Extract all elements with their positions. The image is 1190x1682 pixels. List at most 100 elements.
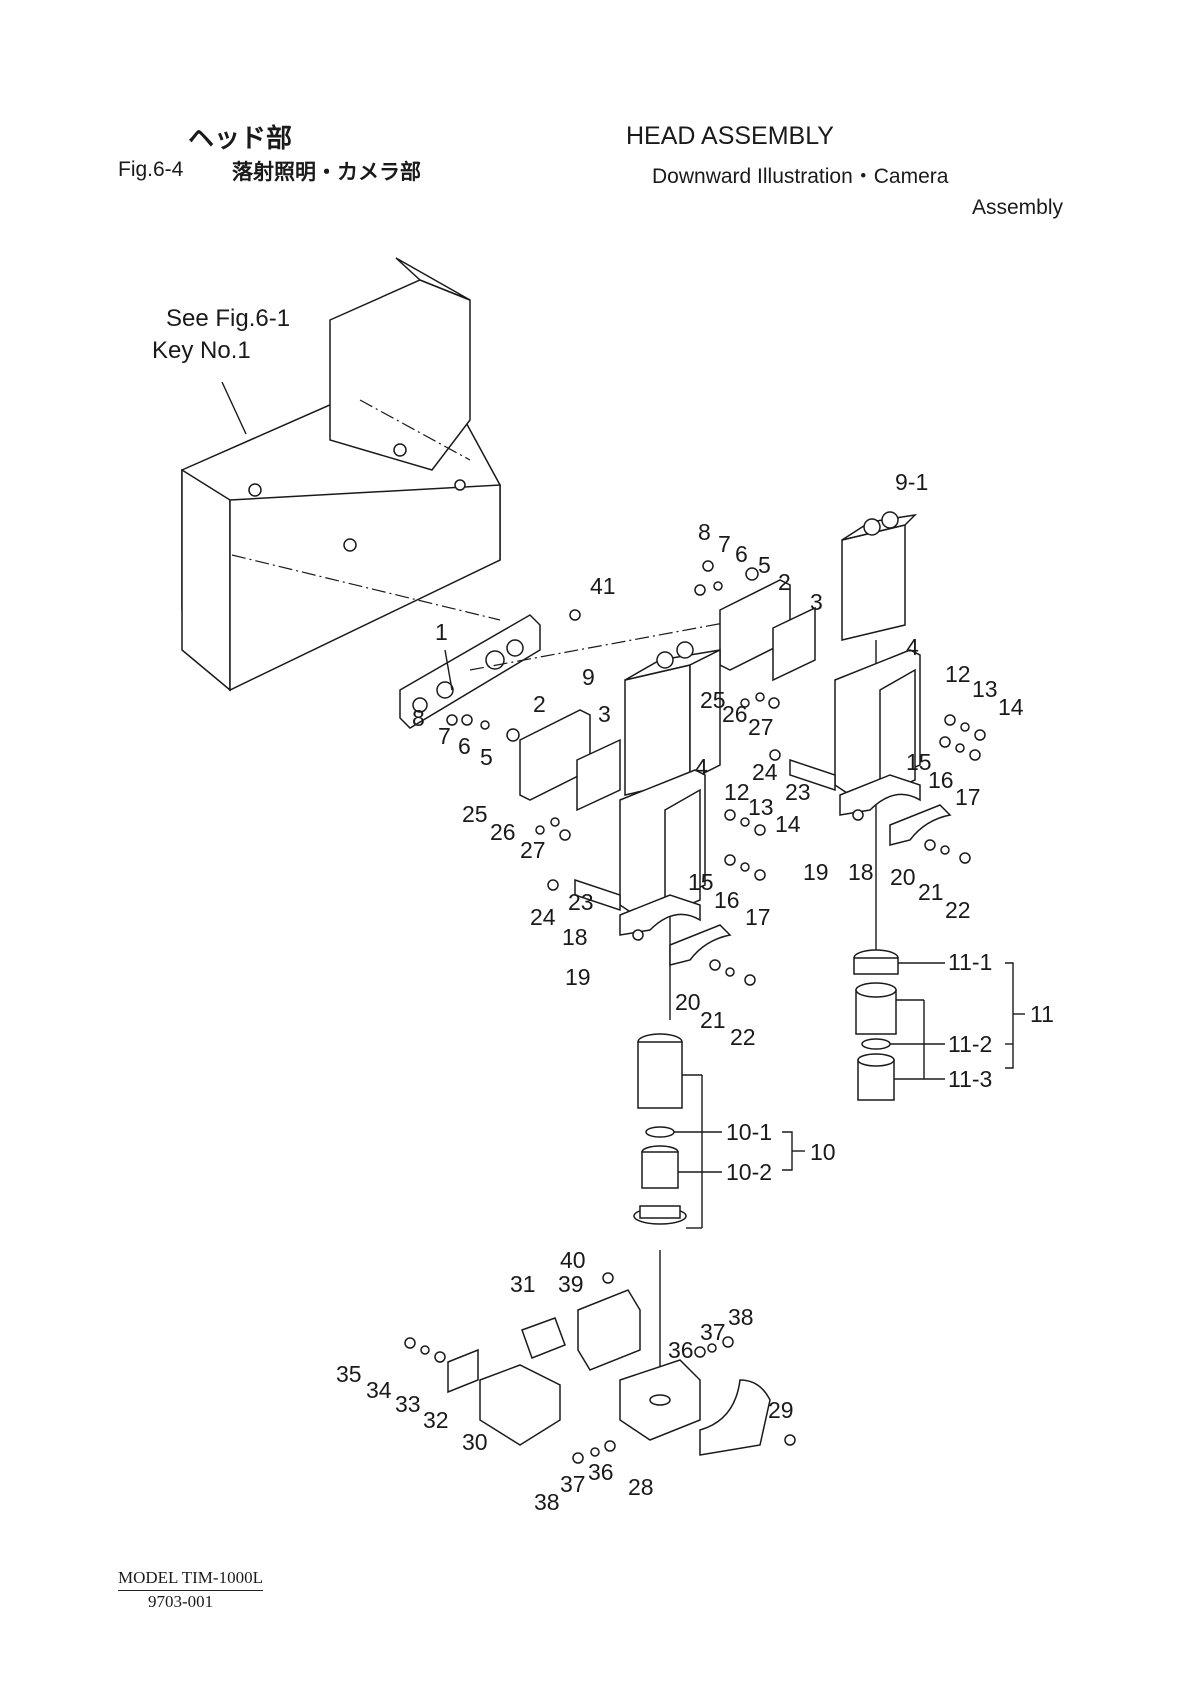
callout-33: 33 (395, 1391, 421, 1417)
callout-18: 18 (848, 859, 874, 885)
camera-9-1 (841, 511, 918, 950)
callout-2: 2 (778, 569, 791, 595)
subtitle-english-line1: Downward Illustration・Camera (652, 165, 949, 188)
callout-19: 19 (803, 859, 829, 885)
bottom-housing (447, 1289, 771, 1456)
callout-41: 41 (590, 573, 616, 599)
fasteners (404, 560, 986, 1464)
callout-20: 20 (675, 989, 701, 1015)
callout-12: 12 (724, 779, 750, 805)
bar-23-lower (574, 878, 621, 912)
callout-28: 28 (628, 1474, 654, 1500)
callout-25: 25 (700, 687, 726, 713)
callout-9-1: 9-1 (895, 469, 928, 495)
callout-25: 25 (462, 801, 488, 827)
callout-20: 20 (890, 864, 916, 890)
bracket-assembly-upper (694, 567, 816, 682)
clamp-18-upper (839, 774, 952, 846)
bracket-assembly-lower (461, 709, 621, 812)
callout-22: 22 (945, 897, 971, 923)
callout-35: 35 (336, 1361, 362, 1387)
callout-8: 8 (698, 519, 711, 545)
callout-3: 3 (598, 701, 611, 727)
callout-30: 30 (462, 1429, 488, 1455)
callout-18: 18 (562, 924, 588, 950)
callout-8: 8 (412, 705, 425, 731)
callout-4: 4 (906, 634, 919, 660)
holder-4-lower (619, 769, 706, 917)
callout-16: 16 (928, 767, 954, 793)
callout-6: 6 (735, 541, 748, 567)
callout-11-3: 11-3 (948, 1066, 992, 1092)
callout-11-1: 11-1 (948, 949, 992, 975)
callout-37: 37 (700, 1319, 726, 1345)
callout-14: 14 (775, 811, 801, 837)
callout-29: 29 (768, 1397, 794, 1423)
callout-23: 23 (785, 779, 811, 805)
callout-11: 11 (1030, 1001, 1054, 1027)
callout-16: 16 (714, 887, 740, 913)
callout-9: 9 (582, 664, 595, 690)
callout-10-1: 10-1 (726, 1119, 772, 1145)
callout-22: 22 (730, 1024, 756, 1050)
callout-10: 10 (810, 1139, 836, 1165)
callout-24: 24 (752, 759, 778, 785)
clamp-18-lower (619, 894, 732, 966)
lens-tube-11 (853, 949, 1025, 1101)
camera-9 (624, 641, 721, 1020)
callout-11-2: 11-2 (948, 1031, 992, 1057)
callout-17: 17 (955, 784, 981, 810)
callout-26: 26 (490, 819, 516, 845)
callout-36: 36 (668, 1337, 694, 1363)
callout-6: 6 (458, 733, 471, 759)
callout-7: 7 (438, 723, 451, 749)
callout-15: 15 (688, 869, 714, 895)
callout-5: 5 (758, 552, 771, 578)
callout-17: 17 (745, 904, 771, 930)
callout-12: 12 (945, 661, 971, 687)
subtitle-english-line2: Assembly (972, 196, 1064, 219)
callout-37: 37 (560, 1471, 586, 1497)
footer-code: 9703-001 (148, 1592, 214, 1611)
callout-24: 24 (530, 904, 556, 930)
callout-38: 38 (534, 1489, 560, 1515)
subtitle-japanese: 落射照明・カメラ部 (232, 160, 421, 184)
callout-15: 15 (906, 749, 932, 775)
part-31-filter (521, 1317, 566, 1359)
part-30-block (479, 1364, 561, 1446)
callout-40: 40 (560, 1247, 586, 1273)
holder-4-upper (834, 649, 921, 797)
title-english: HEAD ASSEMBLY (626, 122, 834, 150)
callout-21: 21 (918, 879, 944, 905)
head-frame (181, 257, 501, 692)
part-1-plate (399, 614, 741, 729)
callout-32: 32 (423, 1407, 449, 1433)
callout-7: 7 (718, 531, 731, 557)
callout-1: 1 (435, 619, 448, 645)
callout-3: 3 (810, 589, 823, 615)
callout-19: 19 (565, 964, 591, 990)
callout-21: 21 (700, 1007, 726, 1033)
callout-39: 39 (558, 1271, 584, 1297)
callout-36: 36 (588, 1459, 614, 1485)
lens-tube-10 (633, 1033, 805, 1400)
callout-14: 14 (998, 694, 1024, 720)
reference-note-line2: Key No.1 (152, 337, 251, 364)
callout-13: 13 (972, 676, 998, 702)
callout-23: 23 (568, 889, 594, 915)
callout-13: 13 (748, 794, 774, 820)
callout-38: 38 (728, 1304, 754, 1330)
figure-number: Fig.6-4 (118, 158, 184, 181)
callout-27: 27 (748, 714, 774, 740)
callout-34: 34 (366, 1377, 392, 1403)
reference-note-line1: See Fig.6-1 (166, 305, 291, 332)
footer-model: MODEL TIM-1000L (118, 1568, 263, 1591)
callout-5: 5 (480, 744, 493, 770)
callout-10-2: 10-2 (726, 1159, 772, 1185)
part-39-cover (577, 1289, 641, 1371)
bar-23-upper (789, 758, 836, 792)
callout-27: 27 (520, 837, 546, 863)
title-japanese: ヘッド部 (188, 124, 293, 154)
callout-31: 31 (510, 1271, 536, 1297)
